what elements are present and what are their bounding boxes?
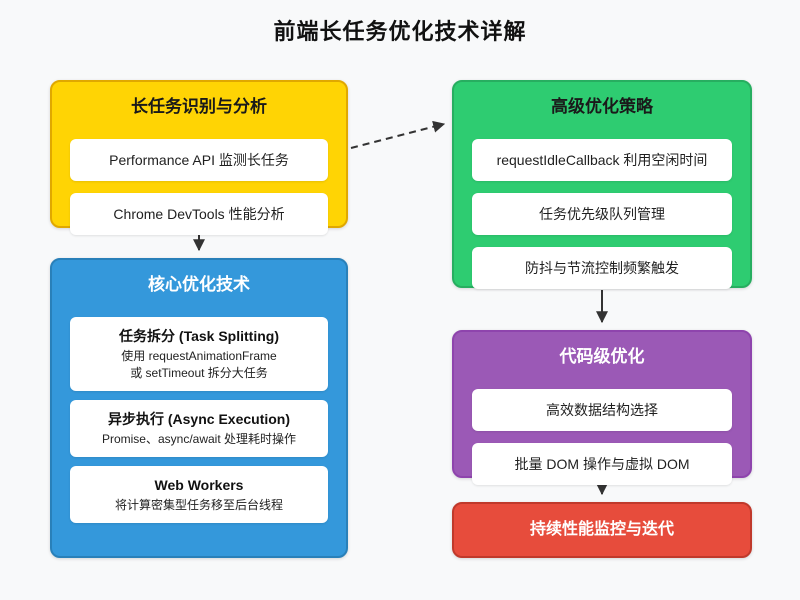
- node-advanced: 高级优化策略 requestIdleCallback 利用空闲时间 任务优先级队…: [452, 80, 752, 289]
- core-item-async-execution-title: 异步执行 (Async Execution): [107, 411, 291, 427]
- node-core-items: 任务拆分 (Task Splitting) 使用 requestAnimatio…: [70, 317, 328, 523]
- codelevel-item-batch-dom: 批量 DOM 操作与虚拟 DOM: [472, 443, 732, 485]
- node-codelevel: 代码级优化 高效数据结构选择 批量 DOM 操作与虚拟 DOM: [452, 330, 752, 485]
- core-item-async-execution-desc: Promise、async/await 处理耗时操作: [101, 432, 297, 446]
- page-title: 前端长任务优化技术详解: [273, 19, 527, 44]
- dashed-arrow-analysis-to-advanced: [350, 120, 446, 149]
- core-item-async-execution: 异步执行 (Async Execution) Promise、async/awa…: [70, 400, 328, 457]
- core-item-web-workers-title: Web Workers: [154, 477, 244, 493]
- core-item-web-workers-desc: 将计算密集型任务移至后台线程: [114, 498, 283, 512]
- advanced-item-debounce-throttle: 防抖与节流控制频繁触发: [472, 247, 732, 289]
- core-item-web-workers: Web Workers 将计算密集型任务移至后台线程: [70, 466, 328, 523]
- advanced-item-priority-queue: 任务优先级队列管理: [472, 193, 732, 235]
- node-analysis-title: 长任务识别与分析: [131, 97, 267, 116]
- core-item-task-splitting-title: 任务拆分 (Task Splitting): [119, 328, 279, 344]
- core-item-task-splitting-desc: 使用 requestAnimationFrame 或 setTimeout 拆分…: [121, 349, 277, 380]
- node-core: 核心优化技术 任务拆分 (Task Splitting) 使用 requestA…: [50, 258, 348, 558]
- node-monitor: 持续性能监控与迭代: [452, 502, 752, 558]
- advanced-item-idle-callback: requestIdleCallback 利用空闲时间: [472, 139, 732, 181]
- core-item-task-splitting: 任务拆分 (Task Splitting) 使用 requestAnimatio…: [70, 317, 328, 391]
- node-analysis: 长任务识别与分析 Performance API 监测长任务 Chrome De…: [50, 80, 348, 235]
- node-monitor-title: 持续性能监控与迭代: [529, 521, 674, 538]
- node-analysis-items: Performance API 监测长任务 Chrome DevTools 性能…: [70, 139, 328, 235]
- analysis-item-performance-api: Performance API 监测长任务: [70, 139, 328, 181]
- node-core-title: 核心优化技术: [148, 275, 250, 294]
- node-codelevel-title: 代码级优化: [559, 347, 645, 366]
- node-codelevel-items: 高效数据结构选择 批量 DOM 操作与虚拟 DOM: [472, 389, 732, 485]
- analysis-item-devtools: Chrome DevTools 性能分析: [70, 193, 328, 235]
- node-advanced-title: 高级优化策略: [551, 97, 653, 116]
- node-advanced-items: requestIdleCallback 利用空闲时间 任务优先级队列管理 防抖与…: [472, 139, 732, 289]
- codelevel-item-data-structures: 高效数据结构选择: [472, 389, 732, 431]
